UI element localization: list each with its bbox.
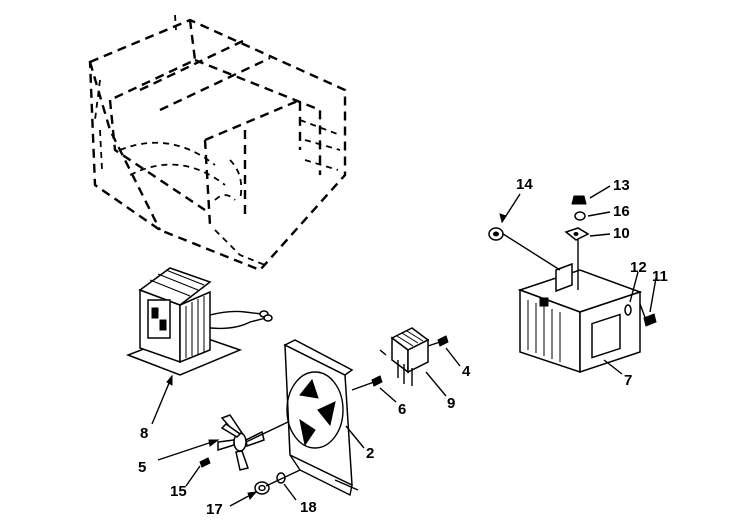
- screw-part-13: [571, 195, 587, 205]
- label-10: 10: [613, 225, 630, 242]
- label-9: 9: [447, 395, 455, 412]
- magnetron-part-7: [499, 231, 643, 374]
- transformer-part-8: [125, 267, 273, 376]
- label-6: 6: [398, 401, 406, 418]
- washer-part-12: [624, 304, 632, 316]
- fan-blade-part-5: [217, 414, 289, 471]
- screw-part-11: [639, 303, 657, 327]
- label-15: 15: [170, 483, 187, 500]
- screw-part-4: [427, 335, 449, 347]
- label-2: 2: [366, 445, 374, 462]
- label-12: 12: [630, 259, 647, 276]
- label-7: 7: [624, 372, 632, 389]
- label-8: 8: [140, 425, 148, 442]
- label-17: 17: [206, 501, 223, 518]
- label-14: 14: [516, 176, 533, 193]
- bracket-part-10: [564, 227, 590, 241]
- label-16: 16: [613, 203, 630, 220]
- label-13: 13: [613, 177, 630, 194]
- washer-part-18: [265, 469, 301, 487]
- callout-labels: 14 13 16 10 12 11 7 4 9 6 2 8 5 15 17 18: [138, 176, 668, 518]
- thermal-switch-part-9: [379, 327, 430, 386]
- screw-part-15: [199, 457, 211, 468]
- label-5: 5: [138, 459, 146, 476]
- washer-part-16: [574, 211, 586, 221]
- nut-part-14: [488, 227, 504, 241]
- label-4: 4: [462, 363, 471, 380]
- fan-shroud-part-2: [283, 339, 359, 497]
- screw-part-6: [351, 375, 383, 391]
- leader-lines: [151, 185, 657, 507]
- cabinet-outline: [88, 14, 347, 272]
- nut-part-17: [254, 481, 270, 495]
- label-18: 18: [300, 499, 317, 516]
- label-11: 11: [652, 268, 668, 285]
